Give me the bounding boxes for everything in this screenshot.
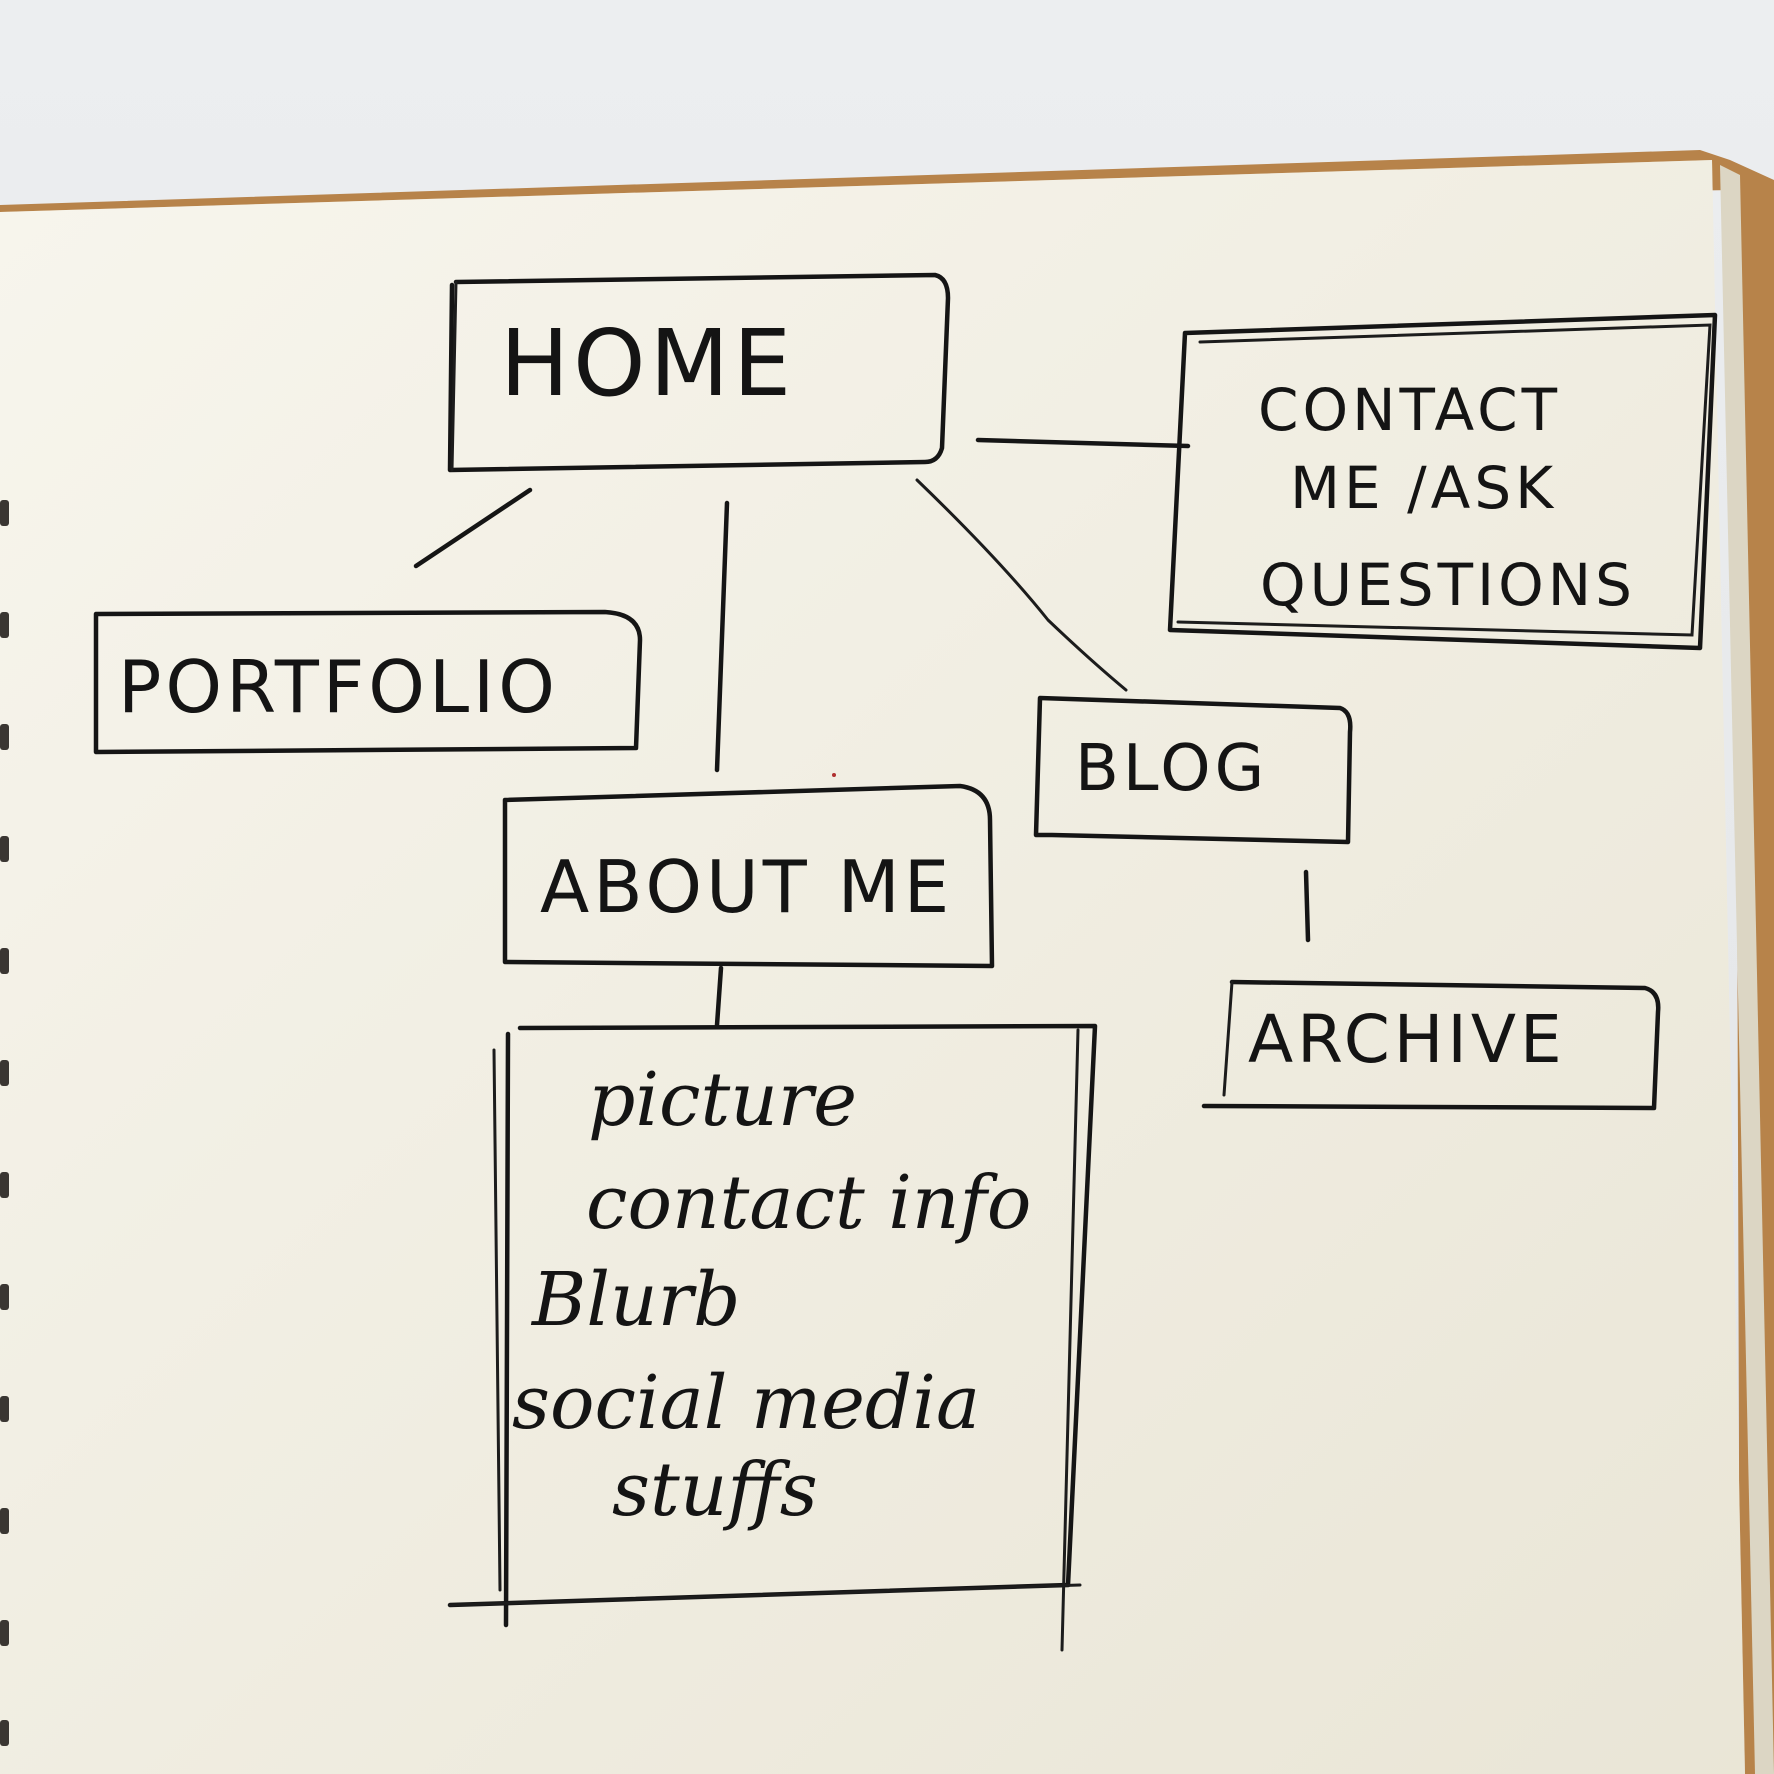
about-me-label: ABOUT ME (540, 845, 953, 929)
contact-box (1167, 312, 1718, 651)
home-box (447, 272, 951, 473)
page-stack-edge (1720, 165, 1774, 1774)
connector-home-portfolio (413, 487, 533, 569)
contact-label-line-1: CONTACT (1258, 376, 1561, 444)
about-me-node: ABOUT ME (502, 783, 995, 969)
spiral-binding (0, 500, 9, 1746)
ink-speck (832, 773, 836, 777)
portfolio-box (93, 609, 643, 755)
connector-home-blog (915, 478, 1128, 692)
connector-home-about (714, 500, 730, 773)
connector-blog-archive (1303, 869, 1311, 943)
contact-box-inner (1176, 323, 1712, 637)
blog-label: BLOG (1075, 732, 1268, 806)
archive-node: ARCHIVE (1201, 979, 1661, 1111)
contents-item-contact-info: contact info (586, 1160, 1031, 1246)
about-me-box (502, 783, 995, 969)
contents-item-stuffs: stuffs (612, 1447, 818, 1533)
contents-item-blurb: Blurb (530, 1257, 740, 1343)
archive-label: ARCHIVE (1248, 1001, 1566, 1078)
contact-label-line-3: QUESTIONS (1260, 551, 1636, 619)
contents-item-social-media: social media (512, 1360, 980, 1446)
home-label: HOME (500, 310, 795, 417)
contents-item-picture: picture (588, 1057, 857, 1143)
connector-home-contact (975, 437, 1191, 449)
blog-box (1033, 695, 1353, 845)
home-node: HOME (447, 272, 951, 473)
contact-label-line-2: ME /ASK (1290, 454, 1557, 522)
portfolio-label: PORTFOLIO (118, 645, 559, 729)
archive-box (1201, 979, 1661, 1111)
portfolio-node: PORTFOLIO (93, 609, 643, 755)
contact-node: CONTACT ME /ASK QUESTIONS (1167, 312, 1718, 651)
connector-about-contents (714, 965, 724, 1028)
blog-node: BLOG (1033, 695, 1353, 845)
about-me-contents-node: picture contact info Blurb social media … (447, 1023, 1098, 1652)
